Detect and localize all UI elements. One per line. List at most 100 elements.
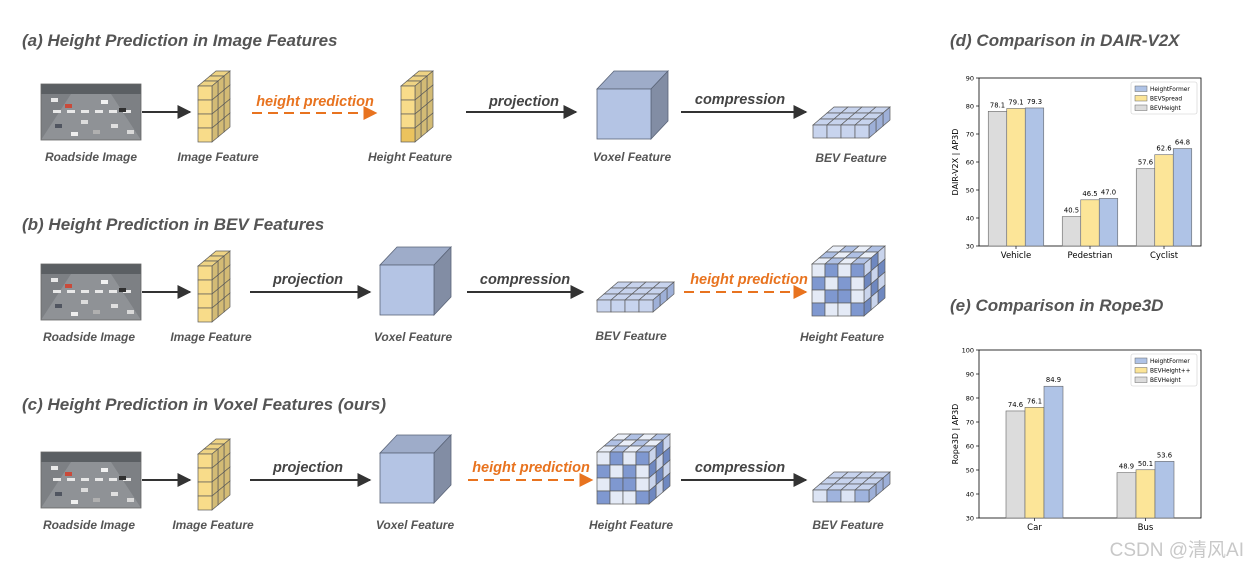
chart-d-data-label: 79.3	[1027, 98, 1042, 106]
chart-d-title: (d) Comparison in DAIR-V2X	[950, 31, 1180, 50]
chart-e-bar	[1135, 469, 1156, 519]
chart-e-ytick-label: 60	[966, 443, 974, 451]
chart-e-legend-label: BEVHeight	[1150, 378, 1181, 384]
chart-e-bar	[1005, 410, 1026, 519]
chart-e-bar	[1024, 407, 1045, 519]
row-c-arrow-label-projection: projection	[272, 460, 344, 476]
chart-d-bar	[1006, 108, 1026, 247]
row-a-arrow-label-height-prediction: height prediction	[256, 94, 374, 110]
chart-d-legend-swatch	[1134, 104, 1148, 111]
chart-e-data-label: 50.1	[1138, 460, 1153, 468]
row-c-caption-image-feature: Image Feature	[172, 518, 254, 532]
row-a-caption-image-feature: Image Feature	[177, 150, 259, 164]
chart-d-data-label: 78.1	[990, 101, 1005, 109]
chart-e-ylabel: Rope3D | AP3D	[951, 404, 960, 465]
row-b-caption-voxel-feature: Voxel Feature	[373, 330, 453, 344]
row-a-arrow-label-projection: projection	[488, 94, 560, 110]
row-c-arrow-label-compression: compression	[694, 460, 786, 476]
row-a-voxel-feature	[596, 69, 669, 141]
row-c-caption-voxel-feature: Voxel Feature	[375, 518, 455, 532]
chart-d-legend-label: BEVHeight	[1150, 106, 1181, 112]
row-b-title: (b) Height Prediction in BEV Features	[22, 215, 325, 234]
chart-d-bar	[1024, 107, 1045, 247]
row-b-caption-bev-feature: BEV Feature	[595, 329, 667, 343]
row-a-caption-bev-feature: BEV Feature	[815, 151, 887, 165]
chart-d-ytick-label: 30	[966, 243, 974, 251]
chart-d-legend-label: BEVSpread	[1150, 97, 1182, 103]
row-b-caption-height-feature: Height Feature	[799, 330, 885, 344]
row-b-caption-image-feature: Image Feature	[170, 330, 252, 344]
chart-e-data-label: 74.6	[1008, 401, 1023, 409]
row-b-voxel-feature	[379, 245, 452, 317]
chart-d-ytick-label: 70	[966, 131, 974, 139]
row-a-caption-voxel-feature: Voxel Feature	[592, 150, 672, 164]
chart-d-legend-box	[1130, 81, 1198, 115]
row-b-arrow-label-projection: projection	[272, 272, 344, 288]
chart-e-data-label: 53.6	[1157, 451, 1172, 459]
row-c-arrow-label-height-prediction: height prediction	[472, 460, 590, 476]
chart-d-legend-label: HeightFormer	[1150, 87, 1190, 93]
chart-e-legend-swatch	[1134, 357, 1148, 364]
row-a-image-feature	[197, 70, 231, 143]
row-b-bev-feature	[596, 281, 675, 313]
row-c-height-feature	[596, 433, 671, 505]
chart-e-ytick-label: 50	[966, 467, 974, 475]
row-a-height-feature	[400, 70, 434, 143]
chart-e-legend-swatch	[1134, 367, 1148, 374]
chart-d-ylabel: DAIR-V2X | AP3D	[951, 129, 960, 196]
row-c-bev-feature	[812, 471, 891, 503]
chart-d-ytick-label: 40	[966, 215, 974, 223]
row-c-image-feature	[197, 438, 231, 511]
row-a-bev-feature	[812, 106, 891, 139]
chart-e-legend-label: BEVHeight++	[1150, 369, 1191, 375]
row-a-caption-height-feature: Height Feature	[367, 150, 453, 164]
chart-d-ytick-label: 80	[966, 103, 974, 111]
row-c-title: (c) Height Prediction in Voxel Features …	[22, 395, 386, 414]
chart-e-bar	[1116, 472, 1137, 519]
chart-e-ytick-label: 40	[966, 491, 974, 499]
chart-d-data-label: 64.8	[1175, 139, 1190, 147]
chart-d-data-label: 79.1	[1008, 99, 1023, 107]
chart-e-data-label: 48.9	[1119, 463, 1134, 471]
chart-d-data-label: 46.5	[1082, 190, 1097, 198]
row-c-caption-bev-feature: BEV Feature	[812, 518, 884, 532]
chart-d-xtick-label: Pedestrian	[1068, 251, 1113, 261]
chart-e-plot-frame	[978, 349, 1202, 519]
row-b-arrow-label-compression: compression	[479, 272, 571, 288]
chart-e-data-label: 76.1	[1027, 397, 1042, 405]
row-b-image-feature	[197, 250, 231, 323]
chart-d-bar	[987, 111, 1008, 247]
chart-d-ytick-label: 60	[966, 159, 974, 167]
chart-e-legend-box	[1130, 353, 1198, 387]
chart-e-ytick-label: 100	[962, 347, 974, 355]
chart-e-ytick-label: 30	[966, 515, 974, 523]
chart-d-ytick-label: 90	[966, 75, 974, 83]
chart-d-legend-swatch	[1134, 85, 1148, 92]
chart-d-bar	[1061, 216, 1082, 247]
chart-e-ytick-label: 80	[966, 395, 974, 403]
chart-d-legend-swatch	[1134, 95, 1148, 102]
chart-d-bar	[1135, 168, 1156, 247]
row-a-roadside-image	[40, 83, 142, 141]
chart-e-data-label: 84.9	[1046, 376, 1061, 384]
chart-d-bar	[1080, 199, 1100, 247]
chart-d-xtick-label: Vehicle	[1001, 251, 1031, 261]
watermark: CSDN @清风AI	[1109, 540, 1244, 561]
chart-d-bar	[1098, 198, 1119, 247]
chart-d-bar	[1172, 148, 1193, 247]
row-b-roadside-image	[40, 263, 142, 321]
chart-d-data-label: 47.0	[1101, 188, 1116, 196]
chart-e-xtick-label: Bus	[1138, 523, 1154, 533]
chart-e-title: (e) Comparison in Rope3D	[950, 296, 1164, 315]
row-c-caption-height-feature: Height Feature	[588, 518, 674, 532]
chart-d-data-label: 57.6	[1138, 159, 1153, 167]
row-b-arrow-label-height-prediction: height prediction	[690, 272, 808, 288]
row-c-voxel-feature	[379, 433, 452, 505]
chart-e-bar	[1043, 385, 1064, 519]
